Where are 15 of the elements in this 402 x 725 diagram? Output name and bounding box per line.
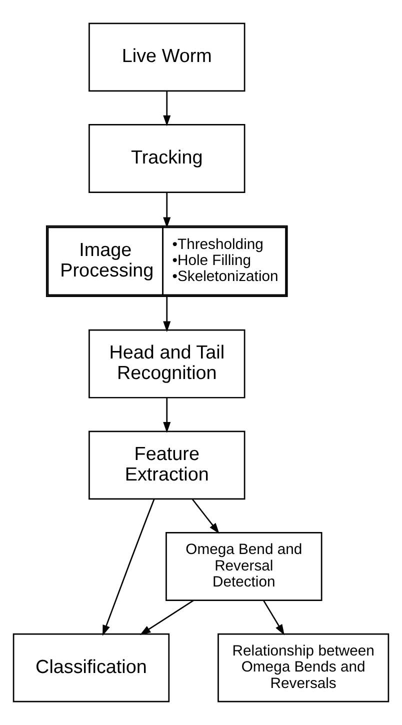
arrow xyxy=(102,498,155,636)
arrow xyxy=(163,296,171,332)
node-box: Relationship between Omega Bends and Reversals xyxy=(218,633,390,702)
node-box: Live Worm xyxy=(88,22,246,92)
arrow xyxy=(192,498,220,534)
arrow xyxy=(163,192,171,228)
arrow xyxy=(140,600,194,636)
arrow xyxy=(263,600,284,636)
node-box: Feature Extraction xyxy=(88,430,246,500)
node-box: Classification xyxy=(12,633,170,702)
node-box: Tracking xyxy=(88,124,246,193)
arrow xyxy=(163,398,171,433)
node-box: Omega Bend and Reversal Detection xyxy=(166,532,322,601)
node-box: Head and Tail Recognition xyxy=(88,329,246,398)
arrow xyxy=(163,91,171,126)
